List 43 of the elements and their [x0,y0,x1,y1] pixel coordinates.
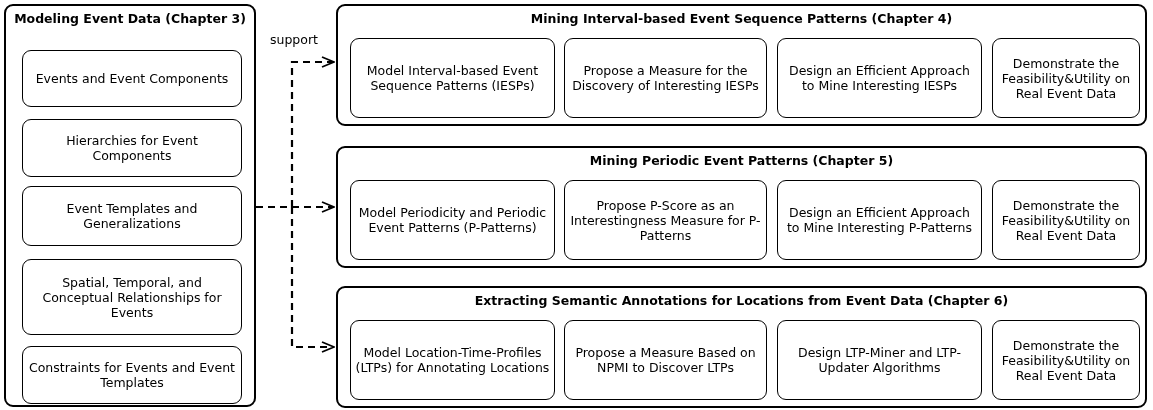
topic-text: Design LTP-Miner and LTP-Updater Algorithms [797,345,962,375]
topic-text: Propose P-Score as an Interestingness Measure for P-Patterns [569,197,762,243]
topic-text: Model Interval-based Event Sequence Patterns (IESPs) [365,63,540,93]
topic-box [22,186,242,246]
topic-text: Event Templates and Generalizations [65,201,199,231]
topic-text: Constraints for Events and Event Templates [27,360,237,390]
chapter-title: Mining Interval-based Event Sequence Patterns (Chapter 4) [529,11,954,26]
topic-text: Design an Efficient Approach to Mine Interesting IESPs [788,63,971,93]
topic-box [564,38,767,118]
topic-text: Demonstrate the Feasibility&Utility on Real Event Data [1000,55,1132,101]
topic-box [564,320,767,400]
topic-box [564,180,767,260]
chapter-panel [4,4,256,407]
topic-box [22,50,242,107]
topic-box [22,119,242,177]
topic-text: Spatial, Temporal, and Conceptual Relationships for Events [41,274,223,320]
topic-text: Demonstrate the Feasibility&Utility on Real Event Data [1000,197,1132,243]
topic-box [22,259,242,335]
chapter-title: Mining Periodic Event Patterns (Chapter 5) [588,153,895,168]
chapter-panel [336,146,1147,268]
topic-text: Propose a Measure Based on NPMI to Discover LTPs [574,345,757,375]
topic-box [777,38,982,118]
chapter-title: Modeling Event Data (Chapter 3) [13,11,247,26]
topic-box [992,320,1140,400]
topic-text: Propose a Measure for the Discovery of Interesting IESPs [571,63,760,93]
topic-text: Model Periodicity and Periodic Event Patterns (P-Patterns) [357,205,548,235]
topic-box [777,180,982,260]
edge-label: support [268,32,320,47]
topic-box [992,180,1140,260]
chapter-title: Extracting Semantic Annotations for Locations from Event Data (Chapter 6) [473,293,1010,308]
topic-box [350,38,555,118]
topic-box [777,320,982,400]
topic-box [22,346,242,404]
topic-box [350,320,555,400]
topic-text: Model Location-Time-Profiles (LTPs) for Annotating Locations [355,345,550,375]
chapter-panel [336,4,1147,126]
topic-box [992,38,1140,118]
topic-text: Demonstrate the Feasibility&Utility on Real Event Data [1000,337,1132,383]
topic-text: Design an Efficient Approach to Mine Interesting P-Patterns [785,205,974,235]
topic-text: Hierarchies for Event Components [65,133,199,163]
topic-text: Events and Event Components [35,71,229,86]
chapter-panel [336,286,1147,408]
topic-box [350,180,555,260]
